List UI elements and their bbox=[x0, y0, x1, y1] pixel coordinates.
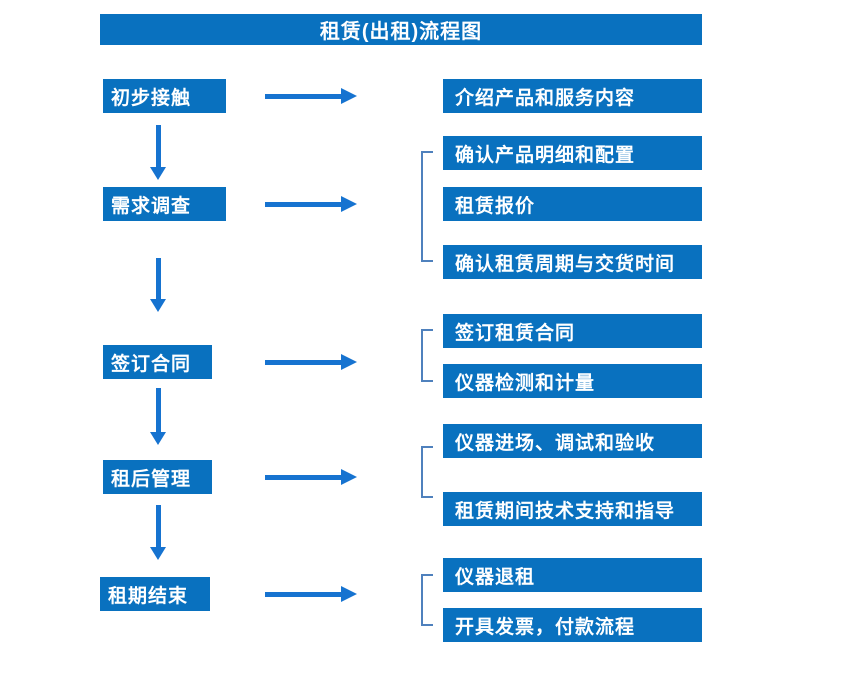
down-arrow-1 bbox=[150, 125, 166, 180]
group-bracket-rental-end bbox=[421, 574, 433, 626]
group-bracket-demand-survey bbox=[421, 151, 433, 262]
right-arrow-2 bbox=[265, 196, 357, 212]
arrow-head-icon bbox=[341, 469, 357, 485]
down-arrow-3 bbox=[150, 388, 166, 445]
detail-box-intro-products: 介绍产品和服务内容 bbox=[443, 79, 702, 113]
down-arrow-4 bbox=[150, 505, 166, 560]
title-bar: 租赁(出租)流程图 bbox=[100, 14, 702, 45]
step-box-demand-survey: 需求调查 bbox=[103, 187, 226, 221]
detail-box-confirm-product-spec: 确认产品明细和配置 bbox=[443, 136, 702, 170]
step-box-initial-contact: 初步接触 bbox=[103, 79, 226, 113]
right-arrow-5 bbox=[265, 586, 357, 602]
group-bracket-post-rental bbox=[421, 446, 433, 498]
arrow-head-icon bbox=[150, 432, 166, 445]
right-arrow-4 bbox=[265, 469, 357, 485]
right-arrow-3 bbox=[265, 354, 357, 370]
detail-box-tech-support: 租赁期间技术支持和指导 bbox=[443, 492, 702, 526]
arrow-head-icon bbox=[150, 167, 166, 180]
arrow-head-icon bbox=[150, 547, 166, 560]
arrow-head-icon bbox=[341, 88, 357, 104]
detail-box-sign-rental-contract: 签订租赁合同 bbox=[443, 314, 702, 348]
right-arrow-1 bbox=[265, 88, 357, 104]
down-arrow-2 bbox=[150, 258, 166, 312]
detail-box-instrument-setup: 仪器进场、调试和验收 bbox=[443, 424, 702, 458]
arrow-head-icon bbox=[341, 354, 357, 370]
step-box-sign-contract: 签订合同 bbox=[103, 345, 212, 379]
arrow-head-icon bbox=[341, 196, 357, 212]
detail-box-invoice-payment: 开具发票，付款流程 bbox=[443, 608, 702, 642]
group-bracket-sign-contract bbox=[421, 329, 433, 382]
detail-box-instrument-testing: 仪器检测和计量 bbox=[443, 364, 702, 398]
step-box-post-rental-management: 租后管理 bbox=[103, 460, 212, 494]
detail-box-instrument-return: 仪器退租 bbox=[443, 558, 702, 592]
arrow-head-icon bbox=[341, 586, 357, 602]
detail-box-confirm-period: 确认租赁周期与交货时间 bbox=[443, 245, 702, 279]
arrow-head-icon bbox=[150, 299, 166, 312]
step-box-rental-end: 租期结束 bbox=[100, 577, 210, 611]
page-title: 租赁(出租)流程图 bbox=[319, 21, 483, 43]
detail-box-rental-quote: 租赁报价 bbox=[443, 187, 702, 221]
